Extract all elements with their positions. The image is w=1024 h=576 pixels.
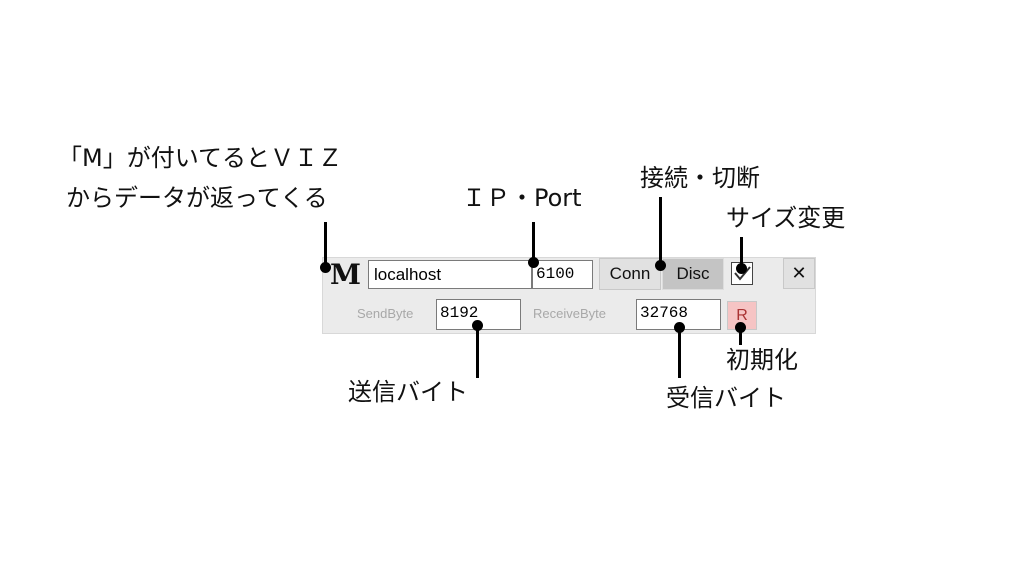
leader-line-receive: [678, 327, 681, 378]
m-indicator-icon: M: [330, 258, 361, 291]
host-input[interactable]: localhost: [368, 260, 532, 289]
connect-button[interactable]: Conn: [599, 258, 661, 290]
check-icon: [734, 266, 751, 281]
annotation-resize: サイズ変更: [726, 204, 846, 232]
leader-line-send: [476, 325, 479, 378]
leader-line-viz: [324, 222, 327, 267]
leader-line-resize: [740, 237, 743, 268]
leader-line-connect: [659, 197, 662, 265]
leader-dot-receive: [674, 322, 685, 333]
leader-dot-connect: [655, 260, 666, 271]
leader-dot-viz: [320, 262, 331, 273]
annotation-reset: 初期化: [726, 346, 798, 374]
leader-dot-reset: [735, 322, 746, 333]
send-byte-label: SendByte: [357, 306, 414, 321]
m-indicator-text: M: [330, 258, 361, 291]
leader-line-reset: [739, 327, 742, 345]
annotation-connect: 接続・切断: [640, 164, 760, 192]
annotation-viz-line2: からデータが返ってくる: [66, 184, 328, 212]
annotation-receive-byte: 受信バイト: [666, 384, 786, 412]
leader-dot-resize: [736, 263, 747, 274]
port-input[interactable]: 6100: [532, 260, 593, 289]
annotation-send-byte: 送信バイト: [348, 378, 468, 406]
leader-dot-ip: [528, 257, 539, 268]
receive-byte-label: ReceiveByte: [533, 306, 606, 321]
annotation-viz-line1: 「M」が付いてるとＶＩＺ: [58, 144, 342, 172]
annotation-ip-port: ＩＰ・Port: [462, 184, 582, 212]
close-button[interactable]: ✕: [783, 258, 815, 289]
leader-line-ip: [532, 222, 535, 262]
disconnect-button[interactable]: Disc: [662, 258, 724, 290]
leader-dot-send: [472, 320, 483, 331]
